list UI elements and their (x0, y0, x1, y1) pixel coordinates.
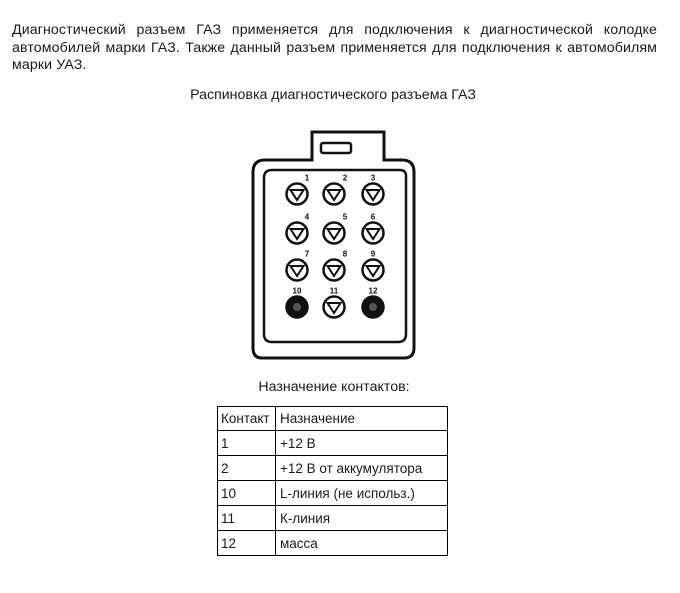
pin-number-label: 10 (293, 287, 302, 296)
pin-number-label: 2 (343, 174, 348, 183)
pin-number-label: 11 (330, 287, 339, 296)
table-header-row: Контакт Назначение (217, 406, 448, 431)
connector-pin-3: 3 (361, 174, 385, 206)
pin-number-label: 9 (371, 250, 376, 259)
connector-latch (319, 141, 353, 155)
cell-function: К-линия (275, 505, 448, 531)
pin-number-label: 1 (305, 174, 310, 183)
connector-pin-12: 12 (361, 287, 385, 319)
connector-pin-10: 10 (285, 287, 309, 319)
connector-pin-7: 7 (285, 250, 310, 282)
pin-triangle-marker (364, 228, 382, 241)
connector-pin-4: 4 (285, 213, 310, 245)
connector-inner-housing (262, 168, 408, 344)
cell-pin: 1 (217, 430, 276, 456)
connector-pin-6: 6 (361, 213, 385, 245)
pin-triangle-marker (288, 265, 306, 278)
cell-function: +12 В (275, 430, 448, 456)
table-row: 11 К-линия (217, 505, 448, 531)
pin-number-label: 3 (371, 174, 376, 183)
diagram-title: Распиновка диагностического разъема ГАЗ (190, 87, 476, 103)
pin-number-label: 7 (305, 250, 310, 259)
cell-pin: 10 (217, 480, 276, 506)
cell-pin: 11 (217, 505, 276, 531)
pin-triangle-marker (364, 189, 382, 202)
connector-pin-11: 11 (322, 287, 346, 319)
pin-triangle-marker (325, 228, 343, 241)
intro-text: Диагностический разъем ГАЗ применяется д… (12, 22, 657, 73)
connector-outer-housing (251, 130, 416, 360)
cell-function: масса (275, 530, 448, 556)
pin-highlight (293, 303, 301, 311)
connector-pin-9: 9 (361, 250, 385, 282)
cell-function: +12 В от аккумулятора (275, 455, 448, 481)
cell-pin: 12 (217, 530, 276, 556)
pin-number-label: 12 (369, 287, 378, 296)
connector-pin-2: 2 (322, 174, 348, 206)
table-row: 2 +12 В от аккумулятора (217, 455, 448, 481)
pin-number-label: 5 (343, 213, 348, 222)
connector-pin-8: 8 (322, 250, 348, 282)
header-function: Назначение (275, 406, 448, 431)
pin-triangle-marker (325, 302, 343, 315)
table-title: Назначение контактов: (258, 379, 410, 395)
connector-pin-5: 5 (322, 213, 348, 245)
cell-pin: 2 (217, 455, 276, 481)
pin-assignment-table: Контакт Назначение 1 +12 В 2 +12 В от ак… (217, 406, 448, 556)
pin-triangle-marker (288, 189, 306, 202)
pin-triangle-marker (288, 228, 306, 241)
pin-number-label: 8 (343, 250, 348, 259)
cell-function: L-линия (не использ.) (275, 480, 448, 506)
pin-triangle-marker (364, 265, 382, 278)
table-row: 10 L-линия (не использ.) (217, 480, 448, 506)
pin-number-label: 4 (305, 213, 310, 222)
header-pin: Контакт (217, 406, 276, 431)
connector-pin-1: 1 (285, 174, 310, 206)
table-row: 12 масса (217, 530, 448, 556)
pin-triangle-marker (325, 189, 343, 202)
pin-number-label: 6 (371, 213, 376, 222)
pin-triangle-marker (325, 265, 343, 278)
pin-highlight (369, 303, 377, 311)
table-row: 1 +12 В (217, 430, 448, 456)
